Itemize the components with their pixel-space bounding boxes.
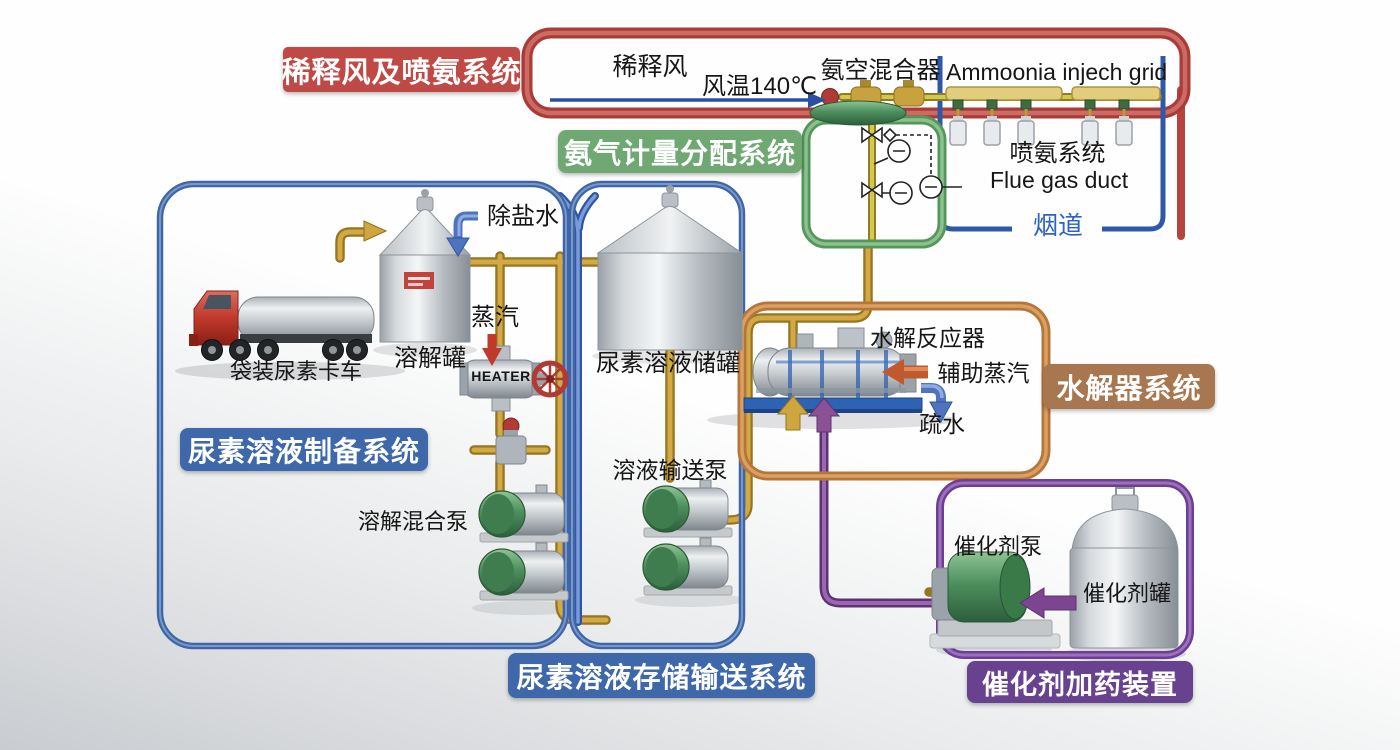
control-valve [495,417,527,465]
transfer-pump-1 [642,479,733,538]
heater-handwheel [531,360,569,398]
label-urea-storage-tank: 尿素溶液储罐 [596,350,740,377]
label-flue-gas-duct: Flue gas duct [990,167,1129,193]
mixing-pump-1 [478,484,569,543]
drain-arrow [921,383,953,424]
label-urea-truck: 袋装尿素卡车 [230,359,363,384]
transfer-pump-2 [642,537,733,596]
label-hydrolysis-reactor: 水解反应器 [870,325,985,351]
demin-water-arrow [446,211,478,257]
catalyst-pipe [819,425,961,608]
system-label-hydrolyzer: 水解器系统 [1043,364,1215,409]
urea-solution-pipes [335,227,946,633]
aux-steam-arrow [882,359,928,385]
catalyst-feed-arrow [1019,587,1077,619]
label-catalyst-pump: 催化剂泵 [953,534,1042,559]
metering-instruments [861,126,962,205]
label-mixing-pump: 溶解混合泵 [358,509,469,534]
injection-grid [945,86,1161,146]
system-label-preparation: 尿素溶液制备系统 [180,428,428,471]
system-label-catalyst: 催化剂加药装置 [967,661,1193,703]
label-demin-water: 除盐水 [487,203,559,230]
urea-inject-arrow [776,395,810,431]
ammonia-air-mixer [809,80,925,126]
steam-arrow [482,334,502,366]
catalyst-pump [929,551,1061,649]
system-label-metering: 氨气计量分配系统 [558,130,802,173]
dilution-air-arrow [550,92,826,108]
nozzles [949,99,1133,146]
dissolving-tank [378,189,472,343]
catalyst-inject-arrow [807,397,841,433]
catalyst-tank [1069,487,1179,649]
heater [459,345,569,412]
label-air-temperature: 风温140℃ [702,73,817,100]
label-ammonia-injection: 喷氨系统 [1009,140,1106,167]
urea-truck [189,290,375,361]
flow-arrows [363,92,1077,619]
label-injection-grid: Ammoonia injech grid [946,59,1168,85]
label-drain: 疏水 [919,411,965,437]
prep-system-box [156,180,570,650]
label-dissolving-tank: 溶解罐 [394,345,466,372]
system-label-storage: 尿素溶液存储输送系统 [508,653,815,698]
mixing-pump-2 [478,542,569,601]
label-heater: HEATER [471,368,531,384]
label-catalyst-tank: 催化剂罐 [1082,581,1171,606]
truck-load-arrow [363,220,388,242]
label-aux-steam: 辅助蒸汽 [937,360,1030,386]
label-steam: 蒸汽 [471,304,519,331]
label-flue: 烟道 [1032,212,1083,240]
label-ammonia-air-mixer: 氨空混合器 [820,57,941,84]
label-transfer-pump: 溶液输送泵 [612,457,728,483]
label-dilution-air: 稀释风 [612,53,688,81]
system-label-dilution: 稀释风及喷氨系统 [282,47,521,92]
urea-storage-tank [596,185,744,351]
